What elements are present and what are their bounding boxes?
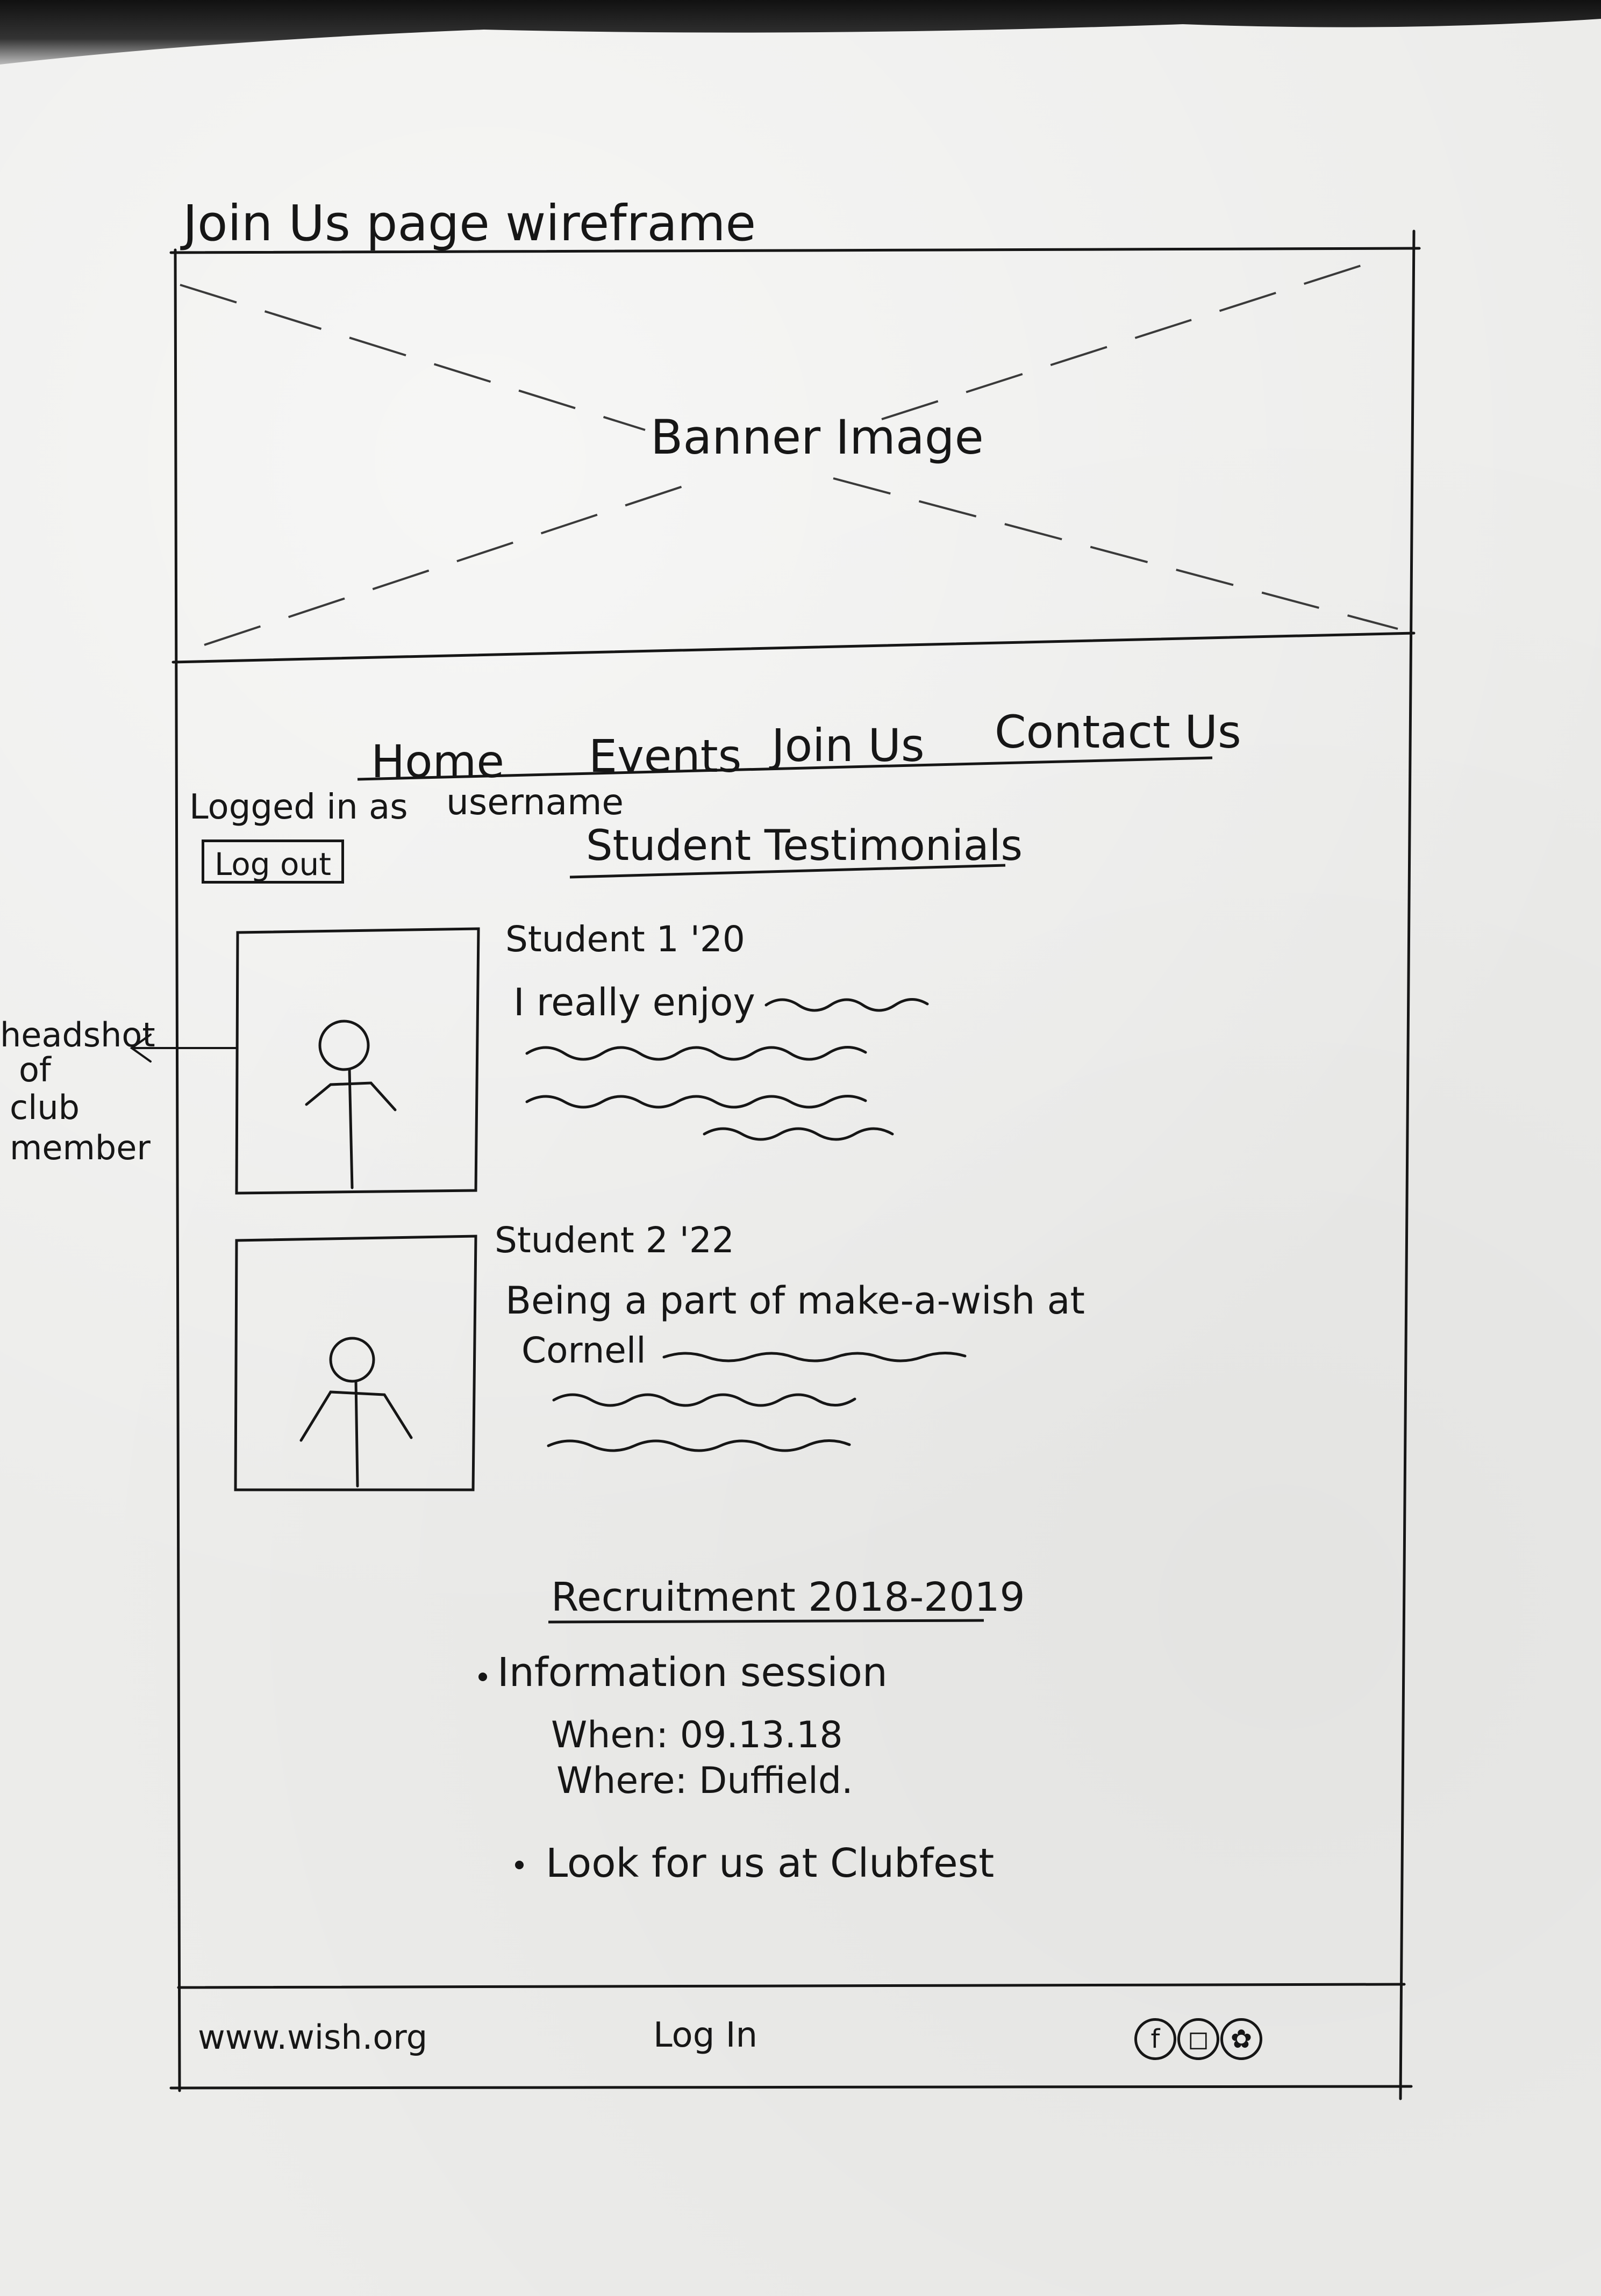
recruitment-underline — [548, 1619, 984, 1624]
testimonials-underline — [569, 864, 1006, 879]
student1-text-squiggle-2 — [525, 1046, 867, 1061]
student2-quote: Being a part of make-a-wish at — [505, 1279, 1085, 1323]
student1-figure-body — [348, 1068, 354, 1189]
nav-link-join-us[interactable]: Join Us — [771, 719, 925, 772]
banner-bottom-line — [171, 632, 1416, 664]
banner-x-line-2b — [881, 260, 1377, 420]
annotation-arrow-head — [130, 1034, 152, 1063]
logout-button[interactable]: Log out — [202, 840, 344, 884]
student1-text-squiggle-1 — [764, 998, 929, 1012]
student1-text-squiggle-4 — [703, 1127, 894, 1141]
student2-text-squiggle-2 — [552, 1393, 856, 1407]
nav-link-contact-us[interactable]: Contact Us — [995, 706, 1241, 758]
nav-underline — [357, 756, 1213, 781]
student2-figure-body — [354, 1380, 359, 1488]
annotation-line-1: headshot — [0, 1015, 155, 1054]
student2-text-squiggle-1 — [662, 1352, 967, 1362]
annotation-line-4: member — [10, 1128, 151, 1167]
frame-right-line — [1399, 229, 1416, 2100]
nav-link-home[interactable]: Home — [371, 735, 505, 788]
recruitment-heading: Recruitment 2018-2019 — [551, 1574, 1025, 1620]
footer-login-link[interactable]: Log In — [653, 2015, 758, 2055]
footer-top-line — [177, 1983, 1406, 1989]
nav-link-events[interactable]: Events — [589, 730, 742, 783]
banner-x-line-1b — [833, 477, 1398, 630]
banner-x-line-1 — [180, 284, 646, 431]
annotation-line-3: club — [10, 1088, 80, 1127]
student1-headshot-frame — [235, 927, 480, 1195]
footer-url-link[interactable]: www.wish.org — [198, 2018, 428, 2057]
student2-figure-head — [329, 1337, 375, 1383]
paper-top-edge — [0, 0, 1601, 64]
student2-name: Student 2 '22 — [495, 1219, 734, 1261]
page-title: Join Us page wireframe — [183, 195, 756, 252]
bullet-dot — [478, 1673, 487, 1681]
info-session-when: When: 09.13.18 — [551, 1714, 843, 1756]
annotation-line-2: of — [19, 1050, 51, 1089]
student1-quote: I really enjoy — [513, 980, 755, 1024]
clubfest-item: Look for us at Clubfest — [546, 1840, 995, 1886]
student1-figure-arms — [305, 1081, 397, 1111]
frame-top-line — [169, 247, 1421, 254]
student2-figure-arms — [299, 1390, 413, 1442]
twitter-icon[interactable]: ✿ — [1220, 2018, 1262, 2060]
testimonials-heading: Student Testimonials — [586, 822, 1023, 870]
student1-name: Student 1 '20 — [505, 919, 745, 960]
student2-text-squiggle-3 — [547, 1439, 851, 1452]
info-session-item: Information session — [497, 1649, 888, 1696]
student1-figure-head — [318, 1020, 370, 1071]
frame-bottom-line — [169, 2085, 1413, 2090]
bullet-dot — [515, 1861, 524, 1869]
frame-left-line — [174, 248, 181, 2092]
banner-x-line-2 — [204, 485, 683, 646]
username-text: username — [446, 781, 624, 823]
banner-image-placeholder: Banner Image — [651, 410, 984, 465]
facebook-icon[interactable]: f — [1134, 2018, 1176, 2060]
student1-text-squiggle-3 — [525, 1095, 867, 1109]
info-session-where: Where: Duffield. — [556, 1760, 853, 1802]
instagram-icon[interactable]: ◻ — [1177, 2018, 1219, 2060]
student2-quote-continued: Cornell — [521, 1330, 646, 1371]
logged-in-label: Logged in as — [189, 787, 408, 827]
student2-headshot-frame — [234, 1235, 477, 1491]
